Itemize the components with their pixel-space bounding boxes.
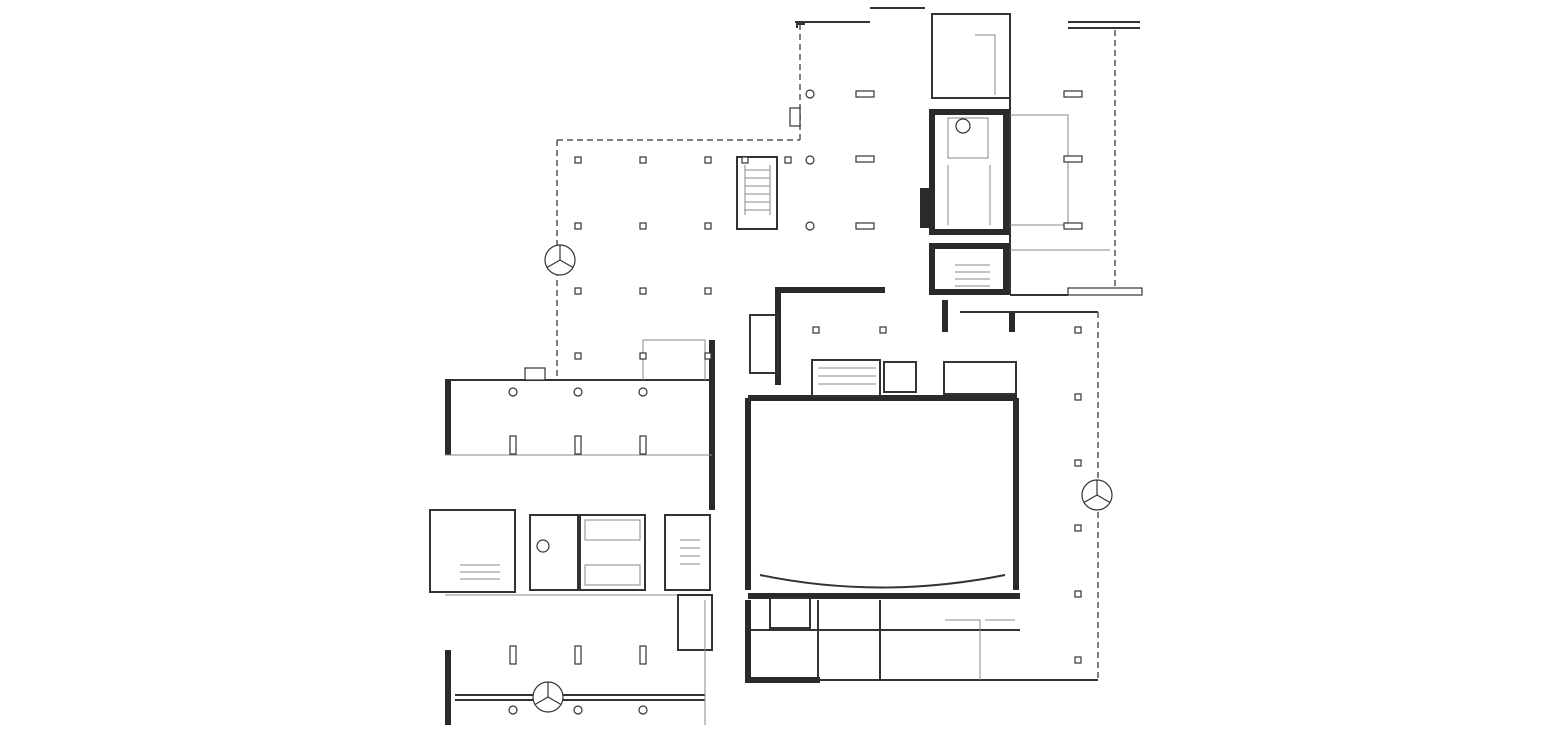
column (741, 156, 749, 164)
column (574, 352, 582, 360)
door-wing (546, 259, 561, 269)
column (1074, 393, 1082, 401)
column (1074, 656, 1082, 664)
square-columns (574, 156, 1082, 664)
round-column (638, 387, 648, 397)
column (639, 156, 647, 164)
round-columns (508, 89, 815, 715)
round-column (805, 155, 815, 165)
column (1063, 155, 1083, 163)
column (639, 287, 647, 295)
northeast-core (920, 13, 1143, 296)
east-hall (745, 300, 1099, 683)
column (574, 645, 582, 665)
column (574, 156, 582, 164)
northwest-lobby (556, 7, 925, 381)
door-wing (1083, 494, 1098, 504)
column (509, 435, 517, 455)
stair-north (736, 156, 778, 230)
column (639, 645, 647, 665)
round-column (508, 705, 518, 715)
column (855, 90, 875, 98)
column (574, 287, 582, 295)
revolving-doors (532, 244, 1113, 713)
column (1063, 90, 1083, 98)
column (1074, 459, 1082, 467)
column (704, 352, 712, 360)
column (1074, 590, 1082, 598)
door-wing (1096, 494, 1111, 504)
column (574, 435, 582, 455)
southwest-block (429, 340, 715, 725)
column (855, 222, 875, 230)
column (704, 222, 712, 230)
column (704, 156, 712, 164)
door-wing (534, 696, 549, 706)
column (639, 222, 647, 230)
round-column (805, 221, 815, 231)
column (784, 156, 792, 164)
column (1063, 222, 1083, 230)
column (639, 352, 647, 360)
column (704, 287, 712, 295)
round-column (573, 387, 583, 397)
round-column (638, 705, 648, 715)
column (812, 326, 820, 334)
column (574, 222, 582, 230)
column (1074, 524, 1082, 532)
round-column (573, 705, 583, 715)
column (509, 645, 517, 665)
column (1074, 326, 1082, 334)
auditorium (745, 287, 1020, 599)
door-wing (559, 259, 574, 269)
column (879, 326, 887, 334)
round-column (508, 387, 518, 397)
column (639, 435, 647, 455)
wide-columns (509, 90, 1083, 665)
column (855, 155, 875, 163)
door-wing (547, 696, 562, 706)
round-column (805, 89, 815, 99)
